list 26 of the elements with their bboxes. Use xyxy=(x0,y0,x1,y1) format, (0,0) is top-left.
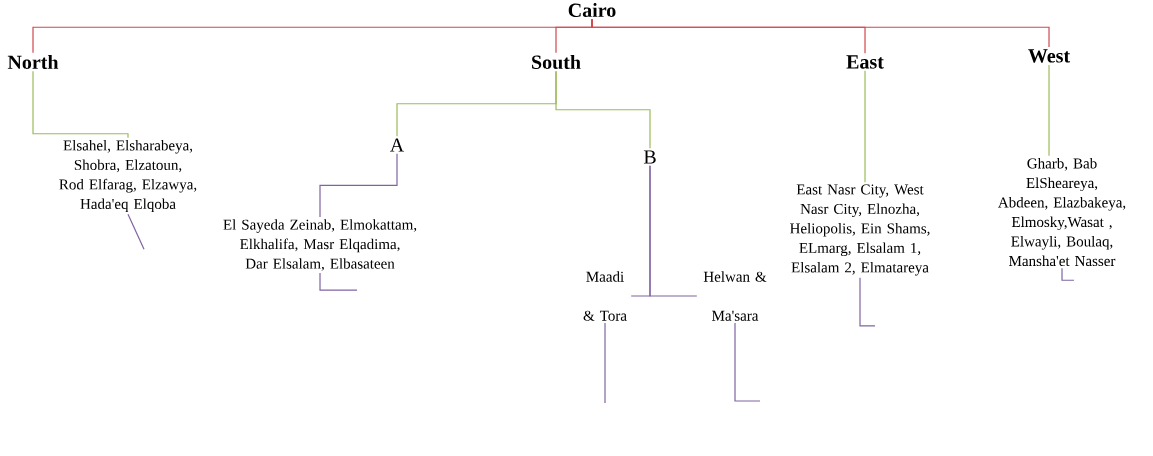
connector-line xyxy=(1061,267,1075,281)
connector-line xyxy=(319,153,398,218)
district-list: Maadi & Tora xyxy=(583,271,627,321)
connector-line xyxy=(127,213,145,250)
district-list: Elsahel, Elsharabeya, Shobra, Elzatoun, Rod Elfarag, Elzawya, Hada'eq Elqoba xyxy=(59,139,197,213)
connector-line xyxy=(32,70,129,139)
district-list: East Nasr City, West Nasr City, Elnozha, Heliopolis, Ein Shams, ELmarg, Elsalam 1, Elsalam 2, Elmatareya xyxy=(790,184,930,276)
connector-line xyxy=(734,322,761,402)
connector-line xyxy=(555,70,651,149)
connector-line xyxy=(319,272,358,291)
district-list: Gharb, Bab ElSheareya, Abdeen, Elazbakeya, Elmosky,Wasat , Elwayli, Boulaq, Mansha'et Nasser xyxy=(998,158,1126,267)
district-list: El Sayeda Zeinab, Elmokattam, Elkhalifa, Masr Elqadima, Dar Elsalam, Elbasateen xyxy=(223,219,417,271)
region-label: Cairo xyxy=(568,2,616,18)
region-label: North xyxy=(7,54,59,70)
connector-line xyxy=(649,165,698,297)
region-label: West xyxy=(1028,49,1071,63)
connector-line xyxy=(604,322,606,404)
connector-line xyxy=(859,277,876,327)
zone-label: A xyxy=(389,138,405,152)
connector-line xyxy=(1048,64,1050,157)
district-list: Helwan & Ma'sara xyxy=(703,271,767,321)
region-label: South xyxy=(532,54,581,70)
connector-line xyxy=(591,18,1050,48)
zone-label: B xyxy=(643,150,656,164)
region-label: East xyxy=(846,55,884,69)
connector-line xyxy=(864,70,866,183)
